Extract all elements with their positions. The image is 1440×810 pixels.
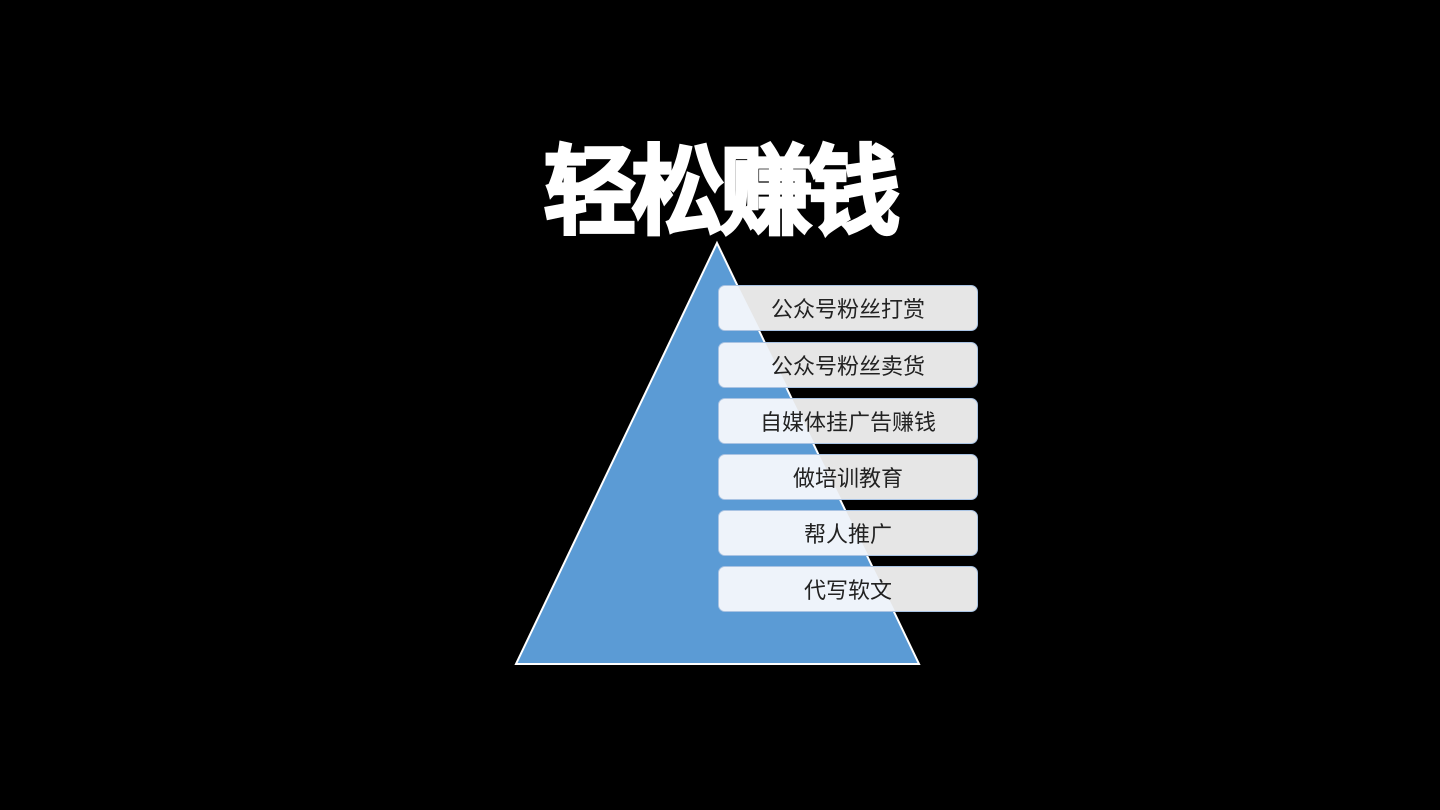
pyramid-item-label: 做培训教育 (792, 467, 903, 492)
pyramid-overlap-tint (719, 455, 842, 499)
pyramid-item-label: 公众号粉丝卖货 (770, 355, 925, 380)
pyramid-overlap-tint (719, 286, 761, 330)
pyramid-item-label: 帮人推广 (803, 523, 892, 548)
pyramid-shape (514, 240, 921, 665)
pyramid-overlap-tint (719, 511, 869, 555)
pyramid-item-label: 公众号粉丝打赏 (770, 298, 925, 323)
pyramid-item-label: 自媒体挂广告赚钱 (759, 411, 936, 436)
pyramid-item: 公众号粉丝卖货 (718, 342, 978, 388)
pyramid-item-label: 代写软文 (803, 579, 892, 604)
pyramid-item: 自媒体挂广告赚钱 (718, 398, 978, 444)
pyramid-item: 做培训教育 (718, 454, 978, 500)
pyramid-item: 帮人推广 (718, 510, 978, 556)
slide-title: 轻松赚钱 (542, 135, 901, 250)
pyramid-item: 代写软文 (718, 566, 978, 612)
pyramid-overlap-tint (719, 567, 896, 611)
pyramid-item: 公众号粉丝打赏 (718, 285, 978, 331)
